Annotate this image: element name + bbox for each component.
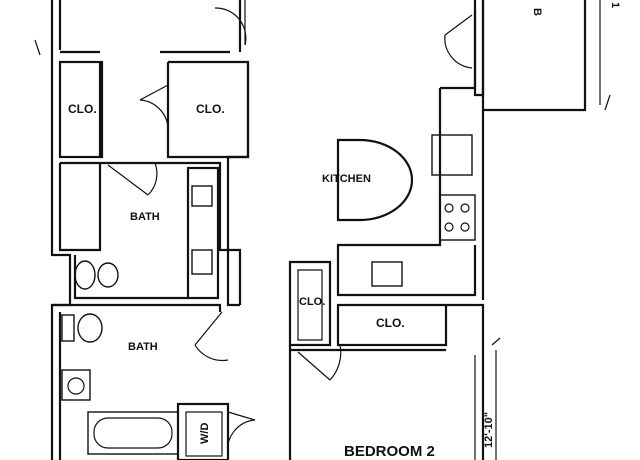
bedroom2-dimension-label: 12'-10" <box>483 412 495 448</box>
closet-bedroom2-small-label: CLO. <box>299 296 325 308</box>
kitchen-label: KITCHEN <box>322 173 371 185</box>
closet-center-label: CLO. <box>196 102 225 116</box>
bath-upper-label: BATH <box>130 211 160 223</box>
closet-left-label: CLO. <box>68 102 97 116</box>
closet-bedroom2-long-label: CLO. <box>376 316 405 330</box>
bath-lower-label: BATH <box>128 341 158 353</box>
washer-dryer-label: W/D <box>199 423 211 444</box>
bedroom2-label: BEDROOM 2 <box>344 443 435 460</box>
top-right-partial-label: B <box>531 8 543 16</box>
top-right-dimension-label: 1 <box>609 2 621 8</box>
